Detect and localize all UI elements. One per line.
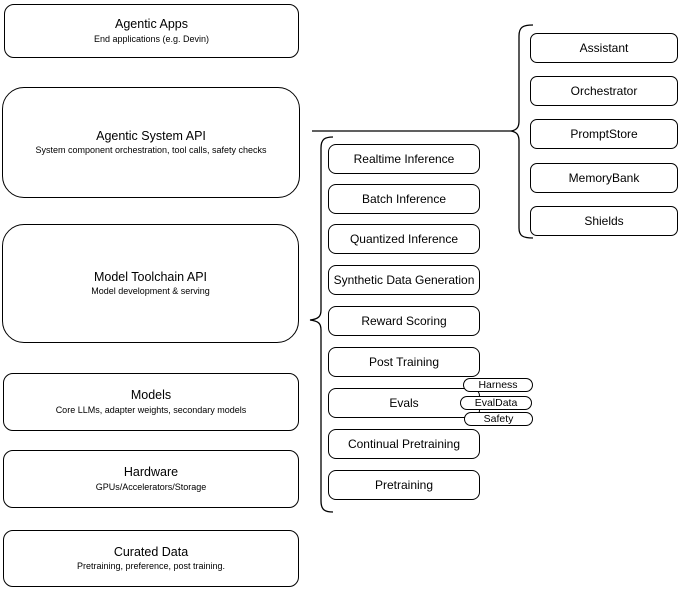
eval-tag-pill-evaldata: EvalData — [460, 396, 532, 410]
toolchain-label: Quantized Inference — [349, 232, 459, 246]
toolchain-label: Evals — [389, 396, 419, 410]
layer-title: Models — [130, 388, 172, 403]
component-label: Shields — [584, 214, 624, 228]
layer-subtitle: Model development & serving — [91, 286, 210, 297]
eval-tag-label: Safety — [483, 413, 514, 425]
component-box-assistant: Assistant — [530, 33, 678, 63]
layer-subtitle: End applications (e.g. Devin) — [93, 33, 210, 44]
layer-box-agentic-system-api: Agentic System API System component orch… — [2, 87, 300, 198]
layer-title: Hardware — [123, 465, 179, 480]
component-box-shields: Shields — [530, 206, 678, 236]
layer-title: Agentic System API — [96, 128, 206, 143]
eval-tag-label: Harness — [478, 379, 518, 391]
toolchain-label: Reward Scoring — [361, 314, 447, 328]
toolchain-box-post-training: Post Training — [328, 347, 480, 377]
toolchain-label: Realtime Inference — [353, 152, 455, 166]
eval-tag-pill-safety: Safety — [464, 412, 533, 426]
layer-box-curated-data: Curated Data Pretraining, preference, po… — [3, 530, 299, 587]
toolchain-label: Pretraining — [374, 478, 434, 492]
layer-title: Model Toolchain API — [93, 269, 208, 284]
component-label: MemoryBank — [568, 171, 640, 185]
toolchain-box-synthetic-data-generation: Synthetic Data Generation — [328, 265, 480, 295]
toolchain-box-batch-inference: Batch Inference — [328, 184, 480, 214]
toolchain-box-realtime-inference: Realtime Inference — [328, 144, 480, 174]
layer-subtitle: Pretraining, preference, post training. — [76, 561, 226, 572]
component-box-promptstore: PromptStore — [530, 119, 678, 149]
layer-box-model-toolchain-api: Model Toolchain API Model development & … — [2, 224, 299, 343]
toolchain-label: Post Training — [368, 355, 440, 369]
component-label: Orchestrator — [570, 84, 638, 98]
layer-title: Curated Data — [113, 544, 189, 559]
eval-tag-pill-harness: Harness — [463, 378, 533, 392]
component-label: Assistant — [579, 41, 629, 55]
toolchain-label: Synthetic Data Generation — [333, 273, 475, 287]
toolchain-label: Continual Pretraining — [347, 437, 461, 451]
layer-title: Agentic Apps — [115, 17, 188, 32]
layer-box-models: Models Core LLMs, adapter weights, secon… — [3, 373, 299, 431]
toolchain-box-reward-scoring: Reward Scoring — [328, 306, 480, 336]
toolchain-box-evals: Evals — [328, 388, 480, 418]
toolchain-label: Batch Inference — [361, 192, 447, 206]
toolchain-box-pretraining: Pretraining — [328, 470, 480, 500]
layer-subtitle: GPUs/Accelerators/Storage — [95, 481, 207, 492]
layer-subtitle: System component orchestration, tool cal… — [35, 145, 267, 156]
component-label: PromptStore — [570, 127, 638, 141]
layer-box-agentic-apps: Agentic Apps End applications (e.g. Devi… — [4, 4, 299, 58]
toolchain-box-continual-pretraining: Continual Pretraining — [328, 429, 480, 459]
component-box-orchestrator: Orchestrator — [530, 76, 678, 106]
layer-box-hardware: Hardware GPUs/Accelerators/Storage — [3, 450, 299, 508]
eval-tag-label: EvalData — [474, 397, 518, 409]
component-box-memorybank: MemoryBank — [530, 163, 678, 193]
toolchain-box-quantized-inference: Quantized Inference — [328, 224, 480, 254]
layer-subtitle: Core LLMs, adapter weights, secondary mo… — [55, 404, 247, 415]
